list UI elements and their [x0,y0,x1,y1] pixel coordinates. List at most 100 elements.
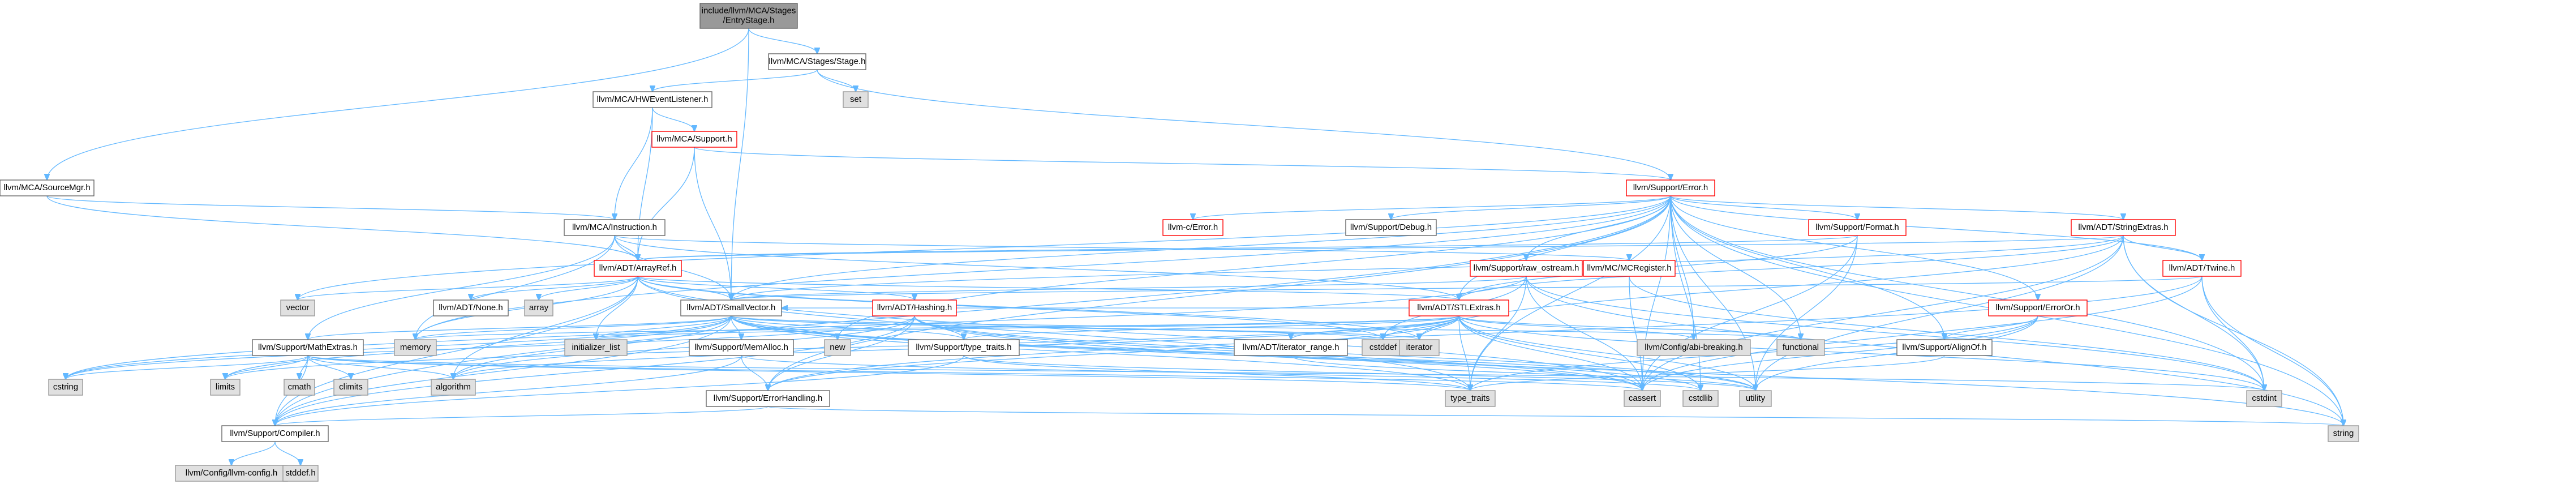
edge-arrayref-to-typetraits [637,276,1470,391]
node-memalloc[interactable]: llvm/Support/MemAlloc.h [689,339,794,356]
edge-smallvector-to-memory [415,315,732,340]
node-instruction[interactable]: llvm/MCA/Instruction.h [564,219,666,236]
node-stringextras[interactable]: llvm/ADT/StringExtras.h [2071,219,2176,236]
edge-mathextras-to-algorithm [307,355,453,379]
node-memalloc-label: llvm/Support/MemAlloc.h [694,343,788,352]
edge-mcasupport-to-error [694,147,1671,180]
node-sourcemgr-box [0,179,95,196]
edge-error-to-format [1670,195,1857,220]
node-stlextras[interactable]: llvm/ADT/STLExtras.h [1409,299,1509,316]
node-smallvector[interactable]: llvm/ADT/SmallVector.h [680,299,782,316]
edge-memalloc-to-compiler [275,355,742,426]
node-mcregister[interactable]: llvm/MC/MCRegister.h [1583,260,1676,277]
node-rawostream[interactable]: llvm/Support/raw_ostream.h [1470,260,1583,277]
node-root-label: include/llvm/MCA/Stages [702,6,796,15]
node-stddef-box [282,465,319,482]
node-hwevent[interactable]: llvm/MCA/HWEventListener.h [593,91,712,108]
node-array-box [524,299,553,316]
edge-error-to-cstdlib [1670,195,1701,391]
node-instruction-label: llvm/MCA/Instruction.h [572,222,657,232]
node-arrayref-box [594,260,682,277]
edge-format-to-arrayref [638,235,1858,260]
edge-rawostream-to-smallvector [731,276,1527,300]
edge-smallvector-to-typetraits [731,315,1470,391]
node-errorhandling-box [706,390,830,407]
node-mathextras[interactable]: llvm/Support/MathExtras.h [252,339,364,356]
node-compiler[interactable]: llvm/Support/Compiler.h [221,425,329,442]
node-errorhandling[interactable]: llvm/Support/ErrorHandling.h [706,390,830,407]
node-typetraitsllvm-label: llvm/Support/type_traits.h [916,343,1011,352]
node-aligno-label: llvm/Support/AlignOf.h [1902,343,1986,352]
node-cassert-label: cassert [1629,393,1656,403]
node-cstddef-box [1362,339,1405,356]
node-compiler-label: llvm/Support/Compiler.h [230,429,320,438]
node-iterator-box [1399,339,1440,356]
node-typetraits: type_traits [1445,390,1496,407]
node-adtnone-box [433,299,509,316]
edge-twine-to-errorhandling [768,276,2203,391]
edge-mathextras-to-cmath [299,355,308,379]
node-vector: vector [280,299,315,316]
node-abibreaking-label: llvm/Config/abi-breaking.h [1645,343,1742,352]
edge-rawostream-to-cassert [1526,276,1642,391]
node-twine[interactable]: llvm/ADT/Twine.h [2162,260,2242,277]
node-new-label: new [830,343,845,352]
edge-errorhandling-to-string [767,406,2343,426]
edge-arrayref-to-algorithm [453,276,638,379]
edge-error-to-functional [1670,195,1801,340]
node-mathextras-box [252,339,364,356]
node-hwevent-label: llvm/MCA/HWEventListener.h [597,95,709,104]
node-erroror[interactable]: llvm/Support/ErrorOr.h [1988,299,2088,316]
node-hashing[interactable]: llvm/ADT/Hashing.h [872,299,957,316]
edge-smallvector-to-initlist [596,315,732,340]
edge-arrayref-to-compiler [275,276,638,426]
node-typetraitsllvm[interactable]: llvm/Support/type_traits.h [908,339,1020,356]
edge-smallvector-to-functional [731,315,1801,340]
edge-error-to-abibreaking [1670,195,1694,340]
node-arrayref[interactable]: llvm/ADT/ArrayRef.h [594,260,682,277]
node-iterrange-label: llvm/ADT/iterator_range.h [1243,343,1339,352]
node-algorithm: algorithm [431,379,476,396]
node-root[interactable]: include/llvm/MCA/Stages/EntryStage.h [699,3,798,29]
node-llvmconfig-label: llvm/Config/llvm-config.h [186,468,278,478]
node-cassert-box [1624,390,1661,407]
node-format[interactable]: llvm/Support/Format.h [1808,219,1907,236]
edge-stlextras-to-typetraitsllvm [964,315,1459,340]
edge-arrayref-to-vector [298,276,638,300]
edge-stringextras-to-smallvector [731,235,2124,300]
node-climits-box [333,379,368,396]
node-error[interactable]: llvm/Support/Error.h [1626,179,1715,196]
edge-smallvector-to-compiler [275,315,732,426]
node-memory: memory [394,339,437,356]
node-mcasupport[interactable]: llvm/MCA/Support.h [651,131,737,148]
node-debug[interactable]: llvm/Support/Debug.h [1345,219,1437,236]
edge-stlextras-to-abibreaking [1458,315,1694,340]
edge-hashing-to-algorithm [453,315,915,379]
node-cstddef: cstddef [1362,339,1405,356]
edge-twine-to-smallvector [731,276,2203,300]
edge-stlextras-to-functional [1458,315,1801,340]
node-erroror-box [1988,299,2088,316]
node-cstdlib-box [1682,390,1719,407]
node-cerror[interactable]: llvm-c/Error.h [1162,219,1223,236]
node-debug-label: llvm/Support/Debug.h [1350,222,1432,232]
edge-stlextras-to-iterator [1419,315,1459,340]
node-stage[interactable]: llvm/MCA/Stages/Stage.h [768,53,866,70]
edge-stringextras-to-arrayref [638,235,2124,260]
edge-root-to-stage [748,28,817,54]
node-adtnone[interactable]: llvm/ADT/None.h [433,299,509,316]
edge-arrayref-to-cassert [637,276,1642,391]
node-new-box [824,339,851,356]
node-sourcemgr[interactable]: llvm/MCA/SourceMgr.h [0,179,95,196]
node-iterator-label: iterator [1406,343,1433,352]
edge-stlextras-to-memory [415,315,1459,340]
node-string-box [2328,425,2359,442]
node-aligno[interactable]: llvm/Support/AlignOf.h [1896,339,1993,356]
node-root-label: /EntryStage.h [723,15,775,25]
node-utility: utility [1739,390,1772,407]
node-iterrange[interactable]: llvm/ADT/iterator_range.h [1234,339,1348,356]
edge-compiler-to-llvmconfig [231,441,276,465]
edge-hwevent-to-instruction [615,107,653,220]
node-smallvector-box [680,299,782,316]
edge-stage-to-set [817,69,856,92]
